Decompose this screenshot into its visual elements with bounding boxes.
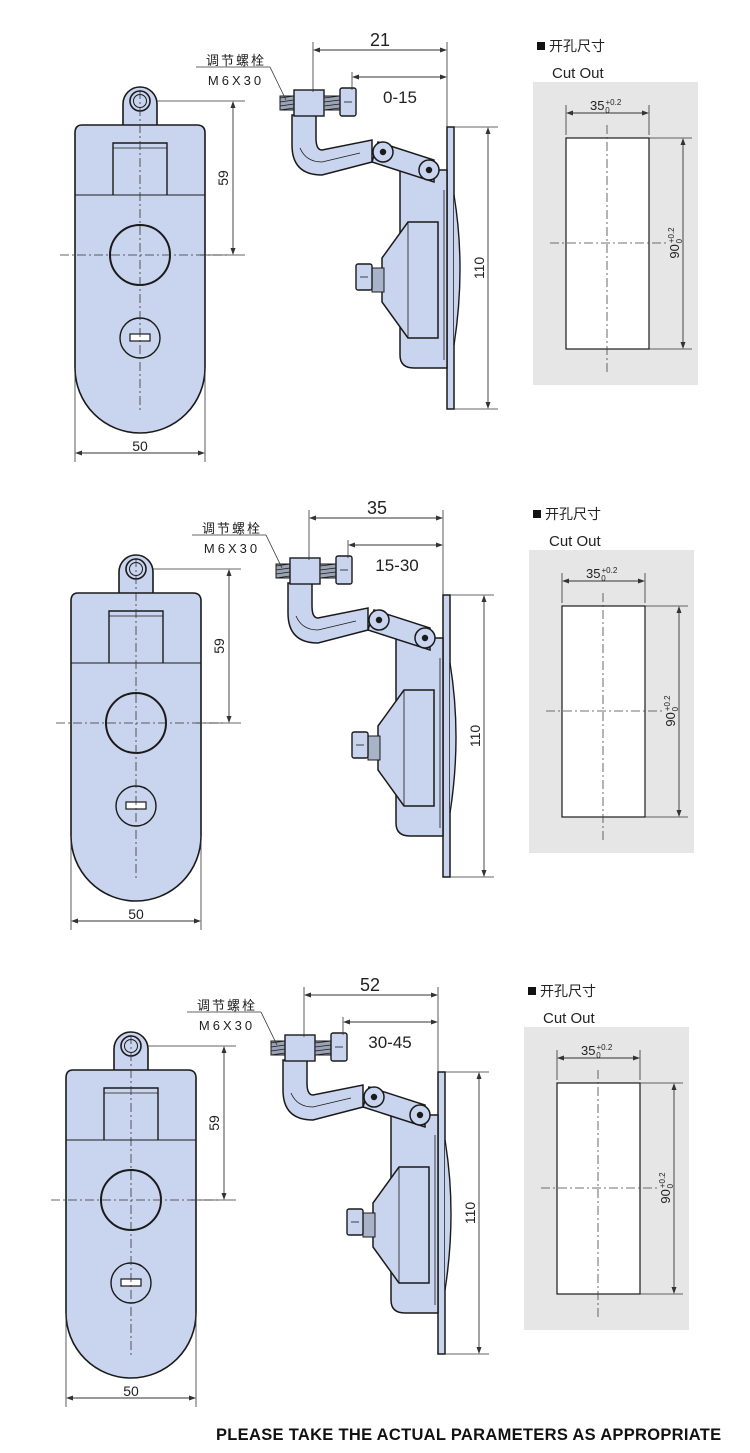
side-range-dimension: 0-15 xyxy=(383,88,417,107)
cutout-title-cn: 开孔尺寸 xyxy=(545,506,601,522)
variant-1-labels: 调节螺栓 M6X30 50 59 21 0-15 110 开孔尺寸 Cut Ou… xyxy=(132,30,684,454)
side-total-dimension: 21 xyxy=(370,30,390,50)
height-dimension: 59 xyxy=(215,170,231,186)
width-dimension: 50 xyxy=(132,438,148,454)
bolt-label-spec: M6X30 xyxy=(199,1018,255,1033)
side-height-dimension: 110 xyxy=(462,1202,478,1225)
side-range-dimension: 30-45 xyxy=(368,1033,411,1052)
width-dimension: 50 xyxy=(123,1383,139,1399)
cutout-height-dimension: 90+0.20 xyxy=(667,227,684,259)
cutout-title-cn: 开孔尺寸 xyxy=(540,983,596,999)
height-dimension: 59 xyxy=(211,638,227,654)
bolt-label-spec: M6X30 xyxy=(208,73,264,88)
cutout-title-en: Cut Out xyxy=(552,65,605,82)
disclaimer-footer: PLEASE TAKE THE ACTUAL PARAMETERS AS APP… xyxy=(216,1426,722,1444)
cutout-title-en: Cut Out xyxy=(549,533,602,550)
bolt-label-cn: 调节螺栓 xyxy=(202,521,262,536)
bolt-label-cn: 调节螺栓 xyxy=(206,53,266,68)
side-height-dimension: 110 xyxy=(471,257,487,280)
side-total-dimension: 35 xyxy=(367,498,387,518)
bolt-label-cn: 调节螺栓 xyxy=(197,998,257,1013)
cutout-height-dimension: 90+0.20 xyxy=(663,695,680,727)
height-dimension: 59 xyxy=(206,1115,222,1131)
width-dimension: 50 xyxy=(128,906,144,922)
side-range-dimension: 15-30 xyxy=(375,556,418,575)
bolt-label-spec: M6X30 xyxy=(204,541,260,556)
side-total-dimension: 52 xyxy=(360,975,380,995)
variant-2-labels: 调节螺栓 M6X30 50 59 35 15-30 110 开孔尺寸 Cut O… xyxy=(128,498,680,922)
variant-3-labels: 调节螺栓 M6X30 50 59 52 30-45 110 开孔尺寸 Cut O… xyxy=(123,975,675,1399)
cutout-title-cn: 开孔尺寸 xyxy=(549,38,605,54)
cutout-height-dimension: 90+0.20 xyxy=(658,1172,675,1204)
side-height-dimension: 110 xyxy=(467,725,483,748)
cutout-title-en: Cut Out xyxy=(543,1010,596,1027)
